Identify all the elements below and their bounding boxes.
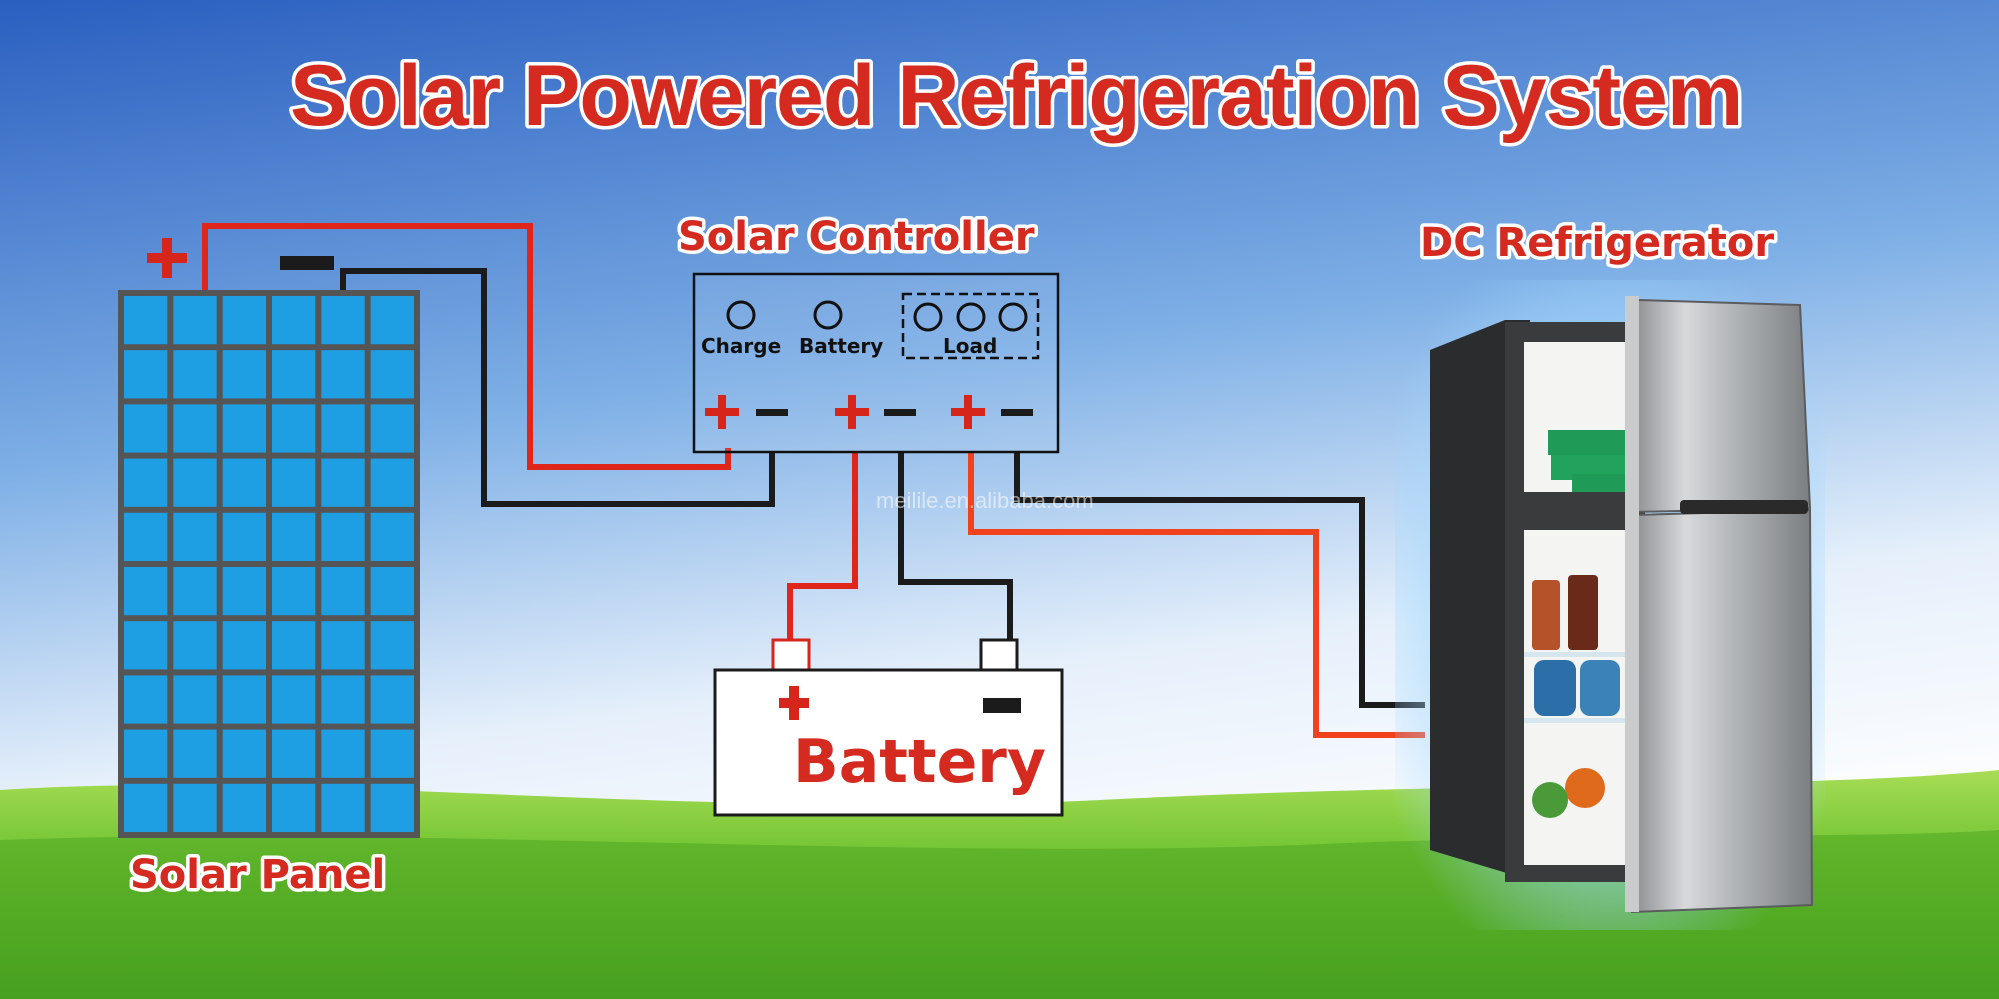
solar-cell — [222, 729, 266, 778]
solar-controller-label: Solar Controller — [678, 214, 1035, 260]
solar-cell — [370, 296, 414, 345]
solar-cell — [124, 296, 168, 345]
solar-cell — [370, 621, 414, 670]
battery-plus-sign-icon — [779, 686, 809, 720]
solar-cell — [173, 783, 217, 832]
battery-minus-sign-icon — [983, 698, 1021, 713]
solar-cell — [222, 404, 266, 453]
solar-cell — [321, 296, 365, 345]
solar-cell — [272, 458, 316, 507]
indicator-light-icon — [913, 302, 943, 332]
solar-cell — [222, 783, 266, 832]
controller-load-minus-icon — [1001, 409, 1033, 416]
panel-negative-wire — [340, 268, 775, 507]
solar-cell — [321, 567, 365, 616]
solar-cell — [321, 458, 365, 507]
battery-icon — [713, 638, 1064, 817]
indicator-label-charge: Charge — [701, 334, 781, 358]
panel-plus-sign-icon — [147, 238, 187, 278]
solar-cell — [124, 729, 168, 778]
solar-cell — [272, 404, 316, 453]
controller-battery-minus-icon — [884, 409, 916, 416]
solar-cell — [370, 512, 414, 561]
solar-cell — [222, 458, 266, 507]
solar-cell — [370, 675, 414, 724]
solar-cell — [124, 512, 168, 561]
solar-cell — [124, 675, 168, 724]
battery-label: Battery — [793, 727, 1046, 797]
solar-cell — [272, 296, 316, 345]
solar-cell — [321, 512, 365, 561]
solar-cell — [173, 458, 217, 507]
solar-cell — [124, 783, 168, 832]
solar-cell — [222, 296, 266, 345]
indicator-label-battery: Battery — [799, 334, 883, 358]
solar-cell — [124, 567, 168, 616]
watermark: meilile.en.alibaba.com — [876, 488, 1094, 513]
solar-cell — [321, 350, 365, 399]
dc-refrigerator-label: DC Refrigerator — [1420, 220, 1774, 266]
solar-panel-frame — [118, 290, 420, 838]
solar-cell — [321, 404, 365, 453]
solar-cell — [222, 512, 266, 561]
wiring — [202, 223, 1425, 738]
solar-cell — [370, 404, 414, 453]
solar-cell — [272, 729, 316, 778]
solar-cell — [173, 404, 217, 453]
solar-controller: Charge Battery Load — [692, 272, 1060, 454]
controller-solar-plus-icon — [705, 395, 739, 429]
solar-cell — [272, 350, 316, 399]
controller-solar-minus-icon — [756, 409, 788, 416]
solar-cell — [173, 567, 217, 616]
solar-cell — [222, 675, 266, 724]
controller-battery-plus-icon — [835, 395, 869, 429]
refrigerator-icon — [1395, 280, 1825, 930]
solar-cell — [222, 567, 266, 616]
solar-cell — [173, 296, 217, 345]
solar-cell — [124, 458, 168, 507]
load-indicator-box — [901, 292, 1040, 360]
solar-cell — [370, 729, 414, 778]
controller-load-plus-icon — [951, 395, 985, 429]
solar-cell — [272, 621, 316, 670]
solar-cell — [173, 675, 217, 724]
solar-panel-label: Solar Panel — [130, 852, 385, 898]
solar-cell — [272, 675, 316, 724]
indicator-light-icon — [813, 300, 843, 330]
solar-cell — [370, 567, 414, 616]
solar-cell — [222, 621, 266, 670]
battery-positive-wire — [787, 452, 858, 640]
solar-cell — [321, 621, 365, 670]
solar-cell — [272, 512, 316, 561]
solar-cell — [124, 621, 168, 670]
solar-cell — [272, 567, 316, 616]
solar-cell — [124, 404, 168, 453]
solar-cell — [370, 783, 414, 832]
solar-cell — [321, 675, 365, 724]
solar-cell — [222, 350, 266, 399]
solar-cell — [272, 783, 316, 832]
solar-cell — [173, 512, 217, 561]
solar-panel-icon — [118, 290, 420, 838]
solar-cell — [173, 350, 217, 399]
solar-cell — [321, 729, 365, 778]
indicator-light-icon — [998, 302, 1028, 332]
indicator-light-icon — [726, 300, 756, 330]
solar-cell — [124, 350, 168, 399]
load-negative-wire — [1014, 452, 1425, 708]
panel-minus-sign-icon — [280, 256, 334, 270]
panel-positive-wire — [202, 223, 731, 470]
indicator-light-icon — [956, 302, 986, 332]
solar-cell — [173, 729, 217, 778]
solar-cell — [321, 783, 365, 832]
solar-cell — [173, 621, 217, 670]
indicator-label-load: Load — [943, 334, 997, 358]
load-positive-wire — [968, 452, 1425, 738]
battery-negative-wire — [898, 452, 1013, 640]
solar-cell — [370, 350, 414, 399]
page-title: Solar Powered Refrigeration System — [290, 48, 1742, 144]
solar-cell — [370, 458, 414, 507]
